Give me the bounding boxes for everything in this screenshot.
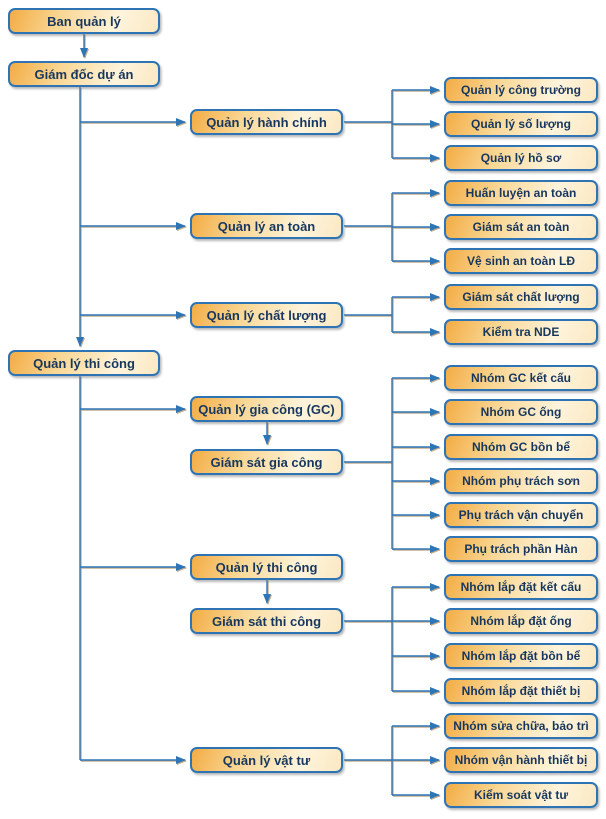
node-nhom-van-hanh-thiet-bi: Nhóm vận hành thiết bị [444, 747, 598, 773]
node-nhom-gc-ong: Nhóm GC ống [444, 399, 598, 425]
node-nhom-gc-bon-be: Nhóm GC bồn bể [444, 434, 598, 460]
node-huan-luyen-an-toan: Huấn luyện an toàn [444, 180, 598, 206]
node-giam-sat-an-toan: Giám sát an toàn [444, 214, 598, 240]
node-nhom-sua-chua-bao-tri: Nhóm sửa chữa, bảo trì [444, 713, 598, 739]
node-nhom-gc-ket-cau: Nhóm GC kết cấu [444, 365, 598, 391]
node-nhom-lap-dat-ket-cau: Nhóm lắp đặt kết cấu [444, 574, 598, 600]
node-giam-sat-gia-cong: Giám sát gia công [190, 449, 343, 475]
node-quan-ly-thi-cong-lead: Quản lý thi công [8, 350, 160, 376]
node-quan-ly-so-luong: Quản lý số lượng [444, 111, 598, 137]
node-kiem-tra-nde: Kiểm tra NDE [444, 319, 598, 345]
node-quan-ly-chat-luong: Quản lý chất lượng [190, 302, 343, 328]
node-phu-trach-van-chuyen: Phụ trách vận chuyển [444, 502, 598, 528]
node-nhom-lap-dat-ong: Nhóm lắp đặt ống [444, 608, 598, 634]
node-nhom-lap-dat-thiet-bi: Nhóm lắp đặt thiết bị [444, 678, 598, 704]
node-nhom-phu-trach-son: Nhóm phụ trách sơn [444, 468, 598, 494]
node-giam-sat-chat-luong: Giám sát chất lượng [444, 284, 598, 310]
node-giam-sat-thi-cong: Giám sát thi công [190, 608, 343, 634]
node-quan-ly-an-toan: Quản lý an toàn [190, 213, 343, 239]
node-quan-ly-ho-so: Quản lý hồ sơ [444, 145, 598, 171]
node-quan-ly-vat-tu: Quản lý vật tư [190, 747, 343, 773]
node-ve-sinh-an-toan-ld: Vệ sinh an toàn LĐ [444, 248, 598, 274]
node-phu-trach-phan-han: Phụ trách phần Hàn [444, 536, 598, 562]
node-quan-ly-hanh-chinh: Quản lý hành chính [190, 109, 343, 135]
node-quan-ly-gia-cong: Quản lý gia công (GC) [190, 396, 343, 422]
node-quan-ly-thi-cong: Quản lý thi công [190, 554, 343, 580]
node-ban-quan-ly: Ban quản lý [8, 8, 160, 34]
node-nhom-lap-dat-bon-be: Nhóm lắp đặt bồn bể [444, 643, 598, 669]
node-quan-ly-cong-truong: Quản lý công trường [444, 77, 598, 103]
node-kiem-soat-vat-tu: Kiểm soát vật tư [444, 782, 598, 808]
node-giam-doc-du-an: Giám đốc dự án [8, 61, 160, 87]
